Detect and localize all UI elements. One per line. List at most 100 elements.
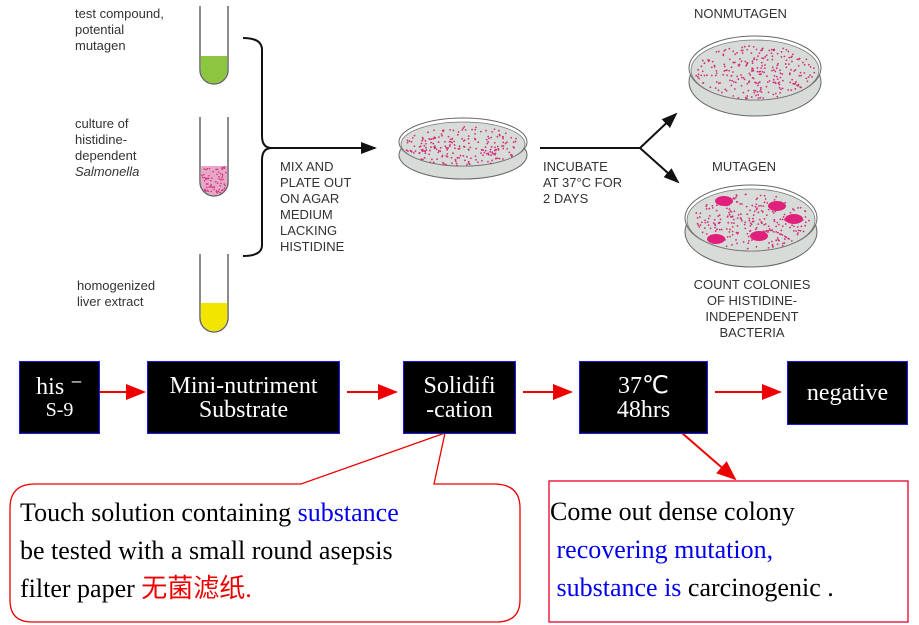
bacteria-dot xyxy=(760,220,763,223)
bacteria-dot xyxy=(785,66,788,69)
incubate-label: INCUBATE AT 37°C FOR 2 DAYS xyxy=(543,159,623,206)
bacteria-dot xyxy=(697,68,700,71)
bacteria-dot xyxy=(796,226,799,228)
bacteria-dot xyxy=(739,203,741,205)
bacteria-dot xyxy=(469,146,472,149)
bacteria-dot xyxy=(800,225,803,228)
bacteria-dot xyxy=(784,238,786,240)
bacteria-dot xyxy=(787,50,790,53)
bacteria-dot xyxy=(453,144,456,146)
bacteria-dot xyxy=(747,242,750,245)
bacteria-dot xyxy=(498,129,500,132)
bacteria-dot xyxy=(498,157,501,160)
bacteria-dot xyxy=(446,155,449,158)
bacteria-dot xyxy=(804,224,807,227)
bacteria-dot xyxy=(208,174,210,177)
bacteria-dot xyxy=(776,64,779,67)
bacteria-dot xyxy=(420,158,423,161)
bacteria-dot xyxy=(501,145,503,147)
bacteria-dot xyxy=(770,48,773,51)
bacteria-dot xyxy=(735,194,738,196)
bacteria-dot xyxy=(726,216,729,218)
bacteria-dot xyxy=(775,75,778,78)
bacteria-dot xyxy=(783,55,786,58)
bacteria-dot xyxy=(771,210,774,213)
bacteria-dot xyxy=(756,207,759,210)
bacteria-dot xyxy=(752,220,755,223)
bacteria-dot xyxy=(414,150,417,153)
bacteria-dot xyxy=(406,150,409,152)
bacteria-dot xyxy=(797,83,800,86)
bacteria-dot xyxy=(713,65,716,68)
tube-test-compound xyxy=(199,6,229,85)
bacteria-dot xyxy=(696,76,699,78)
bacteria-dot xyxy=(725,228,728,230)
bacteria-dot xyxy=(697,224,700,227)
bacteria-dot xyxy=(799,71,802,74)
bacteria-dot xyxy=(782,242,784,245)
bacteria-dot xyxy=(794,82,797,85)
bacteria-dot xyxy=(437,151,440,154)
bacteria-dot xyxy=(707,60,710,63)
bacteria-dot xyxy=(717,89,720,92)
bacteria-dot xyxy=(787,89,790,91)
mix-step-label: MIX AND PLATE OUT ON AGAR MEDIUM LACKING… xyxy=(280,159,352,254)
bacteria-dot xyxy=(439,150,442,153)
bacteria-dot xyxy=(737,213,740,216)
bacteria-dot xyxy=(734,53,737,56)
bacteria-dot xyxy=(422,158,424,161)
bacteria-dot xyxy=(716,228,718,231)
bacteria-dot xyxy=(758,218,761,221)
bacteria-dot xyxy=(808,63,810,66)
bacteria-dot xyxy=(812,67,815,70)
bacteria-dot xyxy=(781,244,784,247)
bacteria-dot xyxy=(780,88,782,91)
bacteria-dot xyxy=(728,58,731,61)
bacteria-dot xyxy=(459,154,462,157)
bacteria-dot xyxy=(736,224,739,227)
bacteria-dot xyxy=(779,76,782,79)
bacteria-dot xyxy=(797,58,800,61)
bacteria-dot xyxy=(724,48,727,51)
bacteria-dot xyxy=(221,168,223,170)
bacteria-dot xyxy=(780,229,783,232)
bacteria-dot xyxy=(754,228,757,231)
bacteria-dot xyxy=(791,224,793,227)
bacteria-dot xyxy=(775,67,778,70)
bacteria-dot xyxy=(745,64,748,67)
bacteria-dot xyxy=(811,76,813,78)
bacteria-dot xyxy=(425,149,428,151)
bacteria-dot xyxy=(707,59,709,61)
bacteria-dot xyxy=(491,151,494,154)
bacteria-dot xyxy=(709,86,712,89)
bacteria-dot xyxy=(206,167,209,170)
bacteria-dot xyxy=(485,153,488,155)
bacteria-dot xyxy=(750,223,753,226)
bacteria-dot xyxy=(742,91,745,94)
bacteria-dot xyxy=(783,242,786,245)
bacteria-dot xyxy=(751,62,754,65)
bacteria-dot xyxy=(220,189,223,192)
bacteria-dot xyxy=(732,197,735,200)
bacteria-dot xyxy=(746,232,749,235)
bacteria-dot xyxy=(749,224,752,227)
bacteria-dot xyxy=(755,208,758,211)
callout-right-shape xyxy=(548,480,909,623)
bacteria-dot xyxy=(732,222,735,224)
bacteria-dot xyxy=(203,173,205,176)
bacteria-dot xyxy=(755,58,758,61)
bacteria-dot xyxy=(756,197,759,200)
bacteria-dot xyxy=(711,207,714,209)
bacteria-dot xyxy=(781,73,784,75)
bacteria-dot xyxy=(731,79,734,82)
bacteria-dot xyxy=(749,209,752,212)
bacteria-dot xyxy=(722,53,725,56)
bacteria-dot xyxy=(463,146,466,148)
bacteria-dot xyxy=(775,239,778,242)
bacteria-dot xyxy=(756,67,759,69)
bacteria-dot xyxy=(204,190,206,192)
bacteria-dot xyxy=(747,235,750,238)
bacteria-dot xyxy=(510,136,513,139)
bacteria-dot xyxy=(700,221,703,224)
bacteria-dot xyxy=(792,229,795,232)
